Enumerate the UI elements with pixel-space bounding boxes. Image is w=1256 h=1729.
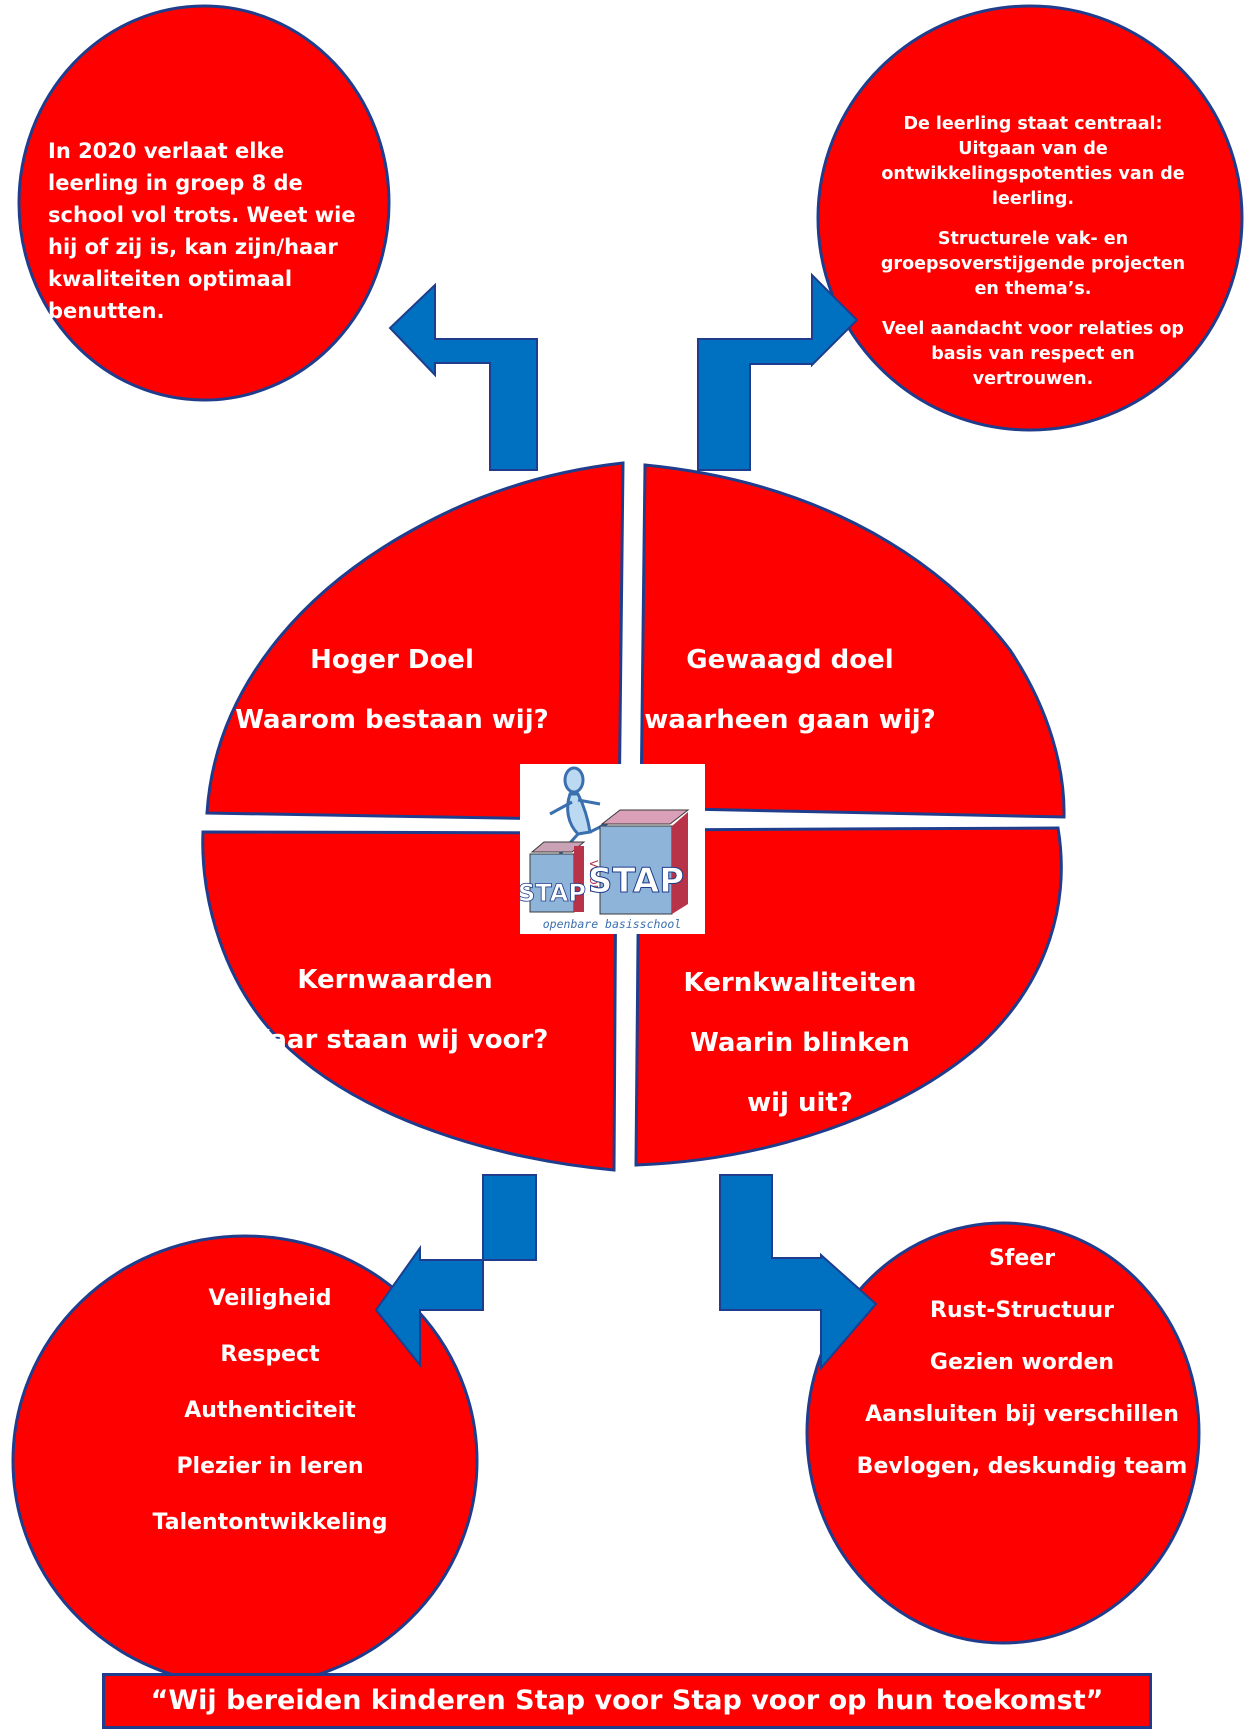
- list-item: Rust-Structuur: [930, 1298, 1114, 1323]
- slogan-banner: “Wij bereiden kinderen Stap voor Stap vo…: [102, 1673, 1152, 1729]
- quadrant-bottom-left-text: Kernwaarden Waar staan wij voor?: [230, 960, 560, 1060]
- stick-figure-icon: [549, 766, 631, 856]
- school-logo: STAP VOOR STAP openbare basisschool: [518, 764, 705, 934]
- quadrant-question: waarheen gaan wij?: [644, 705, 936, 735]
- values-paragraph-2: Structurele vak- en groepsoverstijgende …: [880, 229, 1186, 299]
- arrow-bottom-right: [719, 1174, 878, 1371]
- quadrant-bottom-right: [634, 826, 1063, 1167]
- list-item: Talentontwikkeling: [152, 1510, 388, 1535]
- list-item: Sfeer: [988, 1246, 1056, 1271]
- quadrant-question-continued: wij uit?: [747, 1088, 853, 1118]
- logo-caption: openbare basisschool: [543, 917, 681, 931]
- list-item: Authenticiteit: [184, 1398, 356, 1423]
- quadrant-question: Waarin blinken: [690, 1028, 910, 1058]
- arrow-top-left: [388, 282, 538, 471]
- core-qualities-list: Sfeer Rust-Structuur Gezien worden Aansl…: [852, 1244, 1192, 1504]
- quadrant-top-left-text: Hoger Doel Waarom bestaan wij?: [222, 640, 562, 740]
- core-values-list: Veiligheid Respect Authenticiteit Plezie…: [100, 1284, 440, 1564]
- vision-statement: In 2020 verlaat elke leerling in groep 8…: [48, 139, 356, 323]
- quadrant-top-right-text: Gewaagd doel waarheen gaan wij?: [640, 640, 940, 740]
- logo-word-middle: VOOR: [587, 860, 600, 893]
- quadrant-bottom-right-text: Kernkwaliteiten Waarin blinken wij uit?: [640, 963, 960, 1123]
- quadrant-top-left: [205, 461, 625, 822]
- list-item: Aansluiten bij verschillen: [865, 1402, 1179, 1427]
- left-block: STAP: [518, 841, 586, 913]
- list-item: Bevlogen, deskundig team: [856, 1454, 1188, 1479]
- list-item: Plezier in leren: [176, 1454, 364, 1479]
- right-block: STAP: [587, 809, 690, 915]
- quadrant-top-right: [639, 463, 1066, 819]
- values-circle: [816, 4, 1244, 432]
- logo-word-left: STAP: [520, 879, 586, 907]
- quadrant-title: Kernwaarden: [297, 965, 493, 995]
- slogan-text: “Wij bereiden kinderen Stap voor Stap vo…: [150, 1685, 1104, 1716]
- arrow-bottom-left: [374, 1174, 537, 1368]
- list-item: Respect: [220, 1342, 320, 1367]
- logo-graphic: STAP VOOR STAP openbare basisschool: [518, 766, 690, 931]
- quadrant-title: Gewaagd doel: [686, 645, 894, 675]
- quadrant-bottom-left: [201, 830, 618, 1172]
- logo-word-right: STAP: [588, 861, 684, 901]
- quadrant-title: Kernkwaliteiten: [683, 968, 917, 998]
- vision-circle: [17, 4, 391, 402]
- vision-text: In 2020 verlaat elke leerling in groep 8…: [48, 135, 358, 327]
- core-qualities-circle: [805, 1221, 1201, 1645]
- quadrant-question: Waar staan wij voor?: [241, 1025, 549, 1055]
- list-item: Gezien worden: [929, 1350, 1115, 1375]
- values-text: De leerling staat centraal: Uitgaan van …: [868, 112, 1198, 407]
- quadrant-title: Hoger Doel: [310, 645, 474, 675]
- values-paragraph-1: De leerling staat centraal: Uitgaan van …: [881, 114, 1185, 209]
- values-paragraph-3: Veel aandacht voor relaties op basis van…: [882, 319, 1184, 389]
- list-item: Veiligheid: [208, 1286, 332, 1311]
- arrow-top-right: [697, 272, 859, 471]
- quadrant-question: Waarom bestaan wij?: [235, 705, 549, 735]
